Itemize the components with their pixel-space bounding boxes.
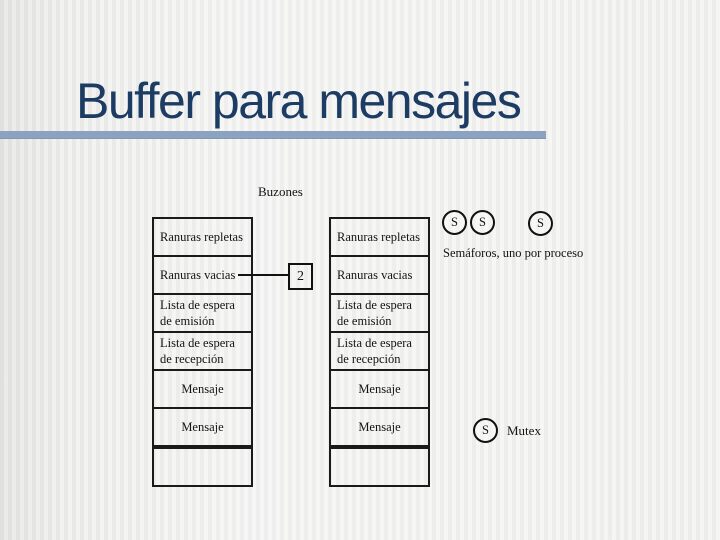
table-row: Lista de espera de recepción (331, 331, 428, 369)
table-row: Lista de espera de recepción (154, 331, 251, 369)
mutex-label: Mutex (507, 423, 541, 438)
mutex-semaphore-icon: S (473, 418, 498, 443)
table-row (331, 445, 428, 485)
table-row: Ranuras vacias (154, 255, 251, 293)
semaphore-icon: S (470, 210, 495, 235)
title-rule (0, 131, 546, 139)
empty-slots-counter: 2 (288, 263, 313, 290)
table-row: Ranuras repletas (337, 230, 420, 244)
table-row: Mensaje (331, 407, 428, 445)
table-row: Lista de espera de emisión (331, 293, 428, 331)
table-row (154, 445, 251, 485)
table-row: Mensaje (154, 369, 251, 407)
table-row: Lista de espera de emisión (154, 293, 251, 331)
table-row: Ranuras vacias (331, 255, 428, 293)
table-row: Mensaje (331, 369, 428, 407)
semaphore-icon: S (442, 210, 467, 235)
table-row: Ranuras repletas (160, 230, 243, 244)
semaphores-label: Semáforos, uno por proceso (443, 246, 584, 260)
slide-title: Buffer para mensajes (76, 73, 522, 129)
buzones-label: Buzones (258, 184, 303, 199)
semaphore-icon: S (528, 211, 553, 236)
connector-line (238, 274, 290, 276)
table-row: Mensaje (154, 407, 251, 445)
